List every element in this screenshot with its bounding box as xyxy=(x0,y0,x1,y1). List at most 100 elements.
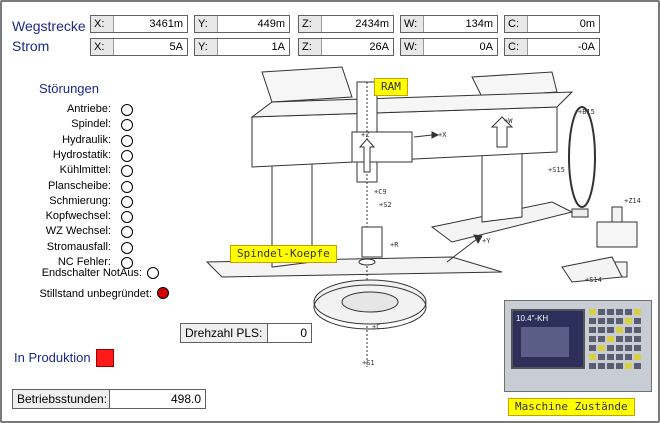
betriebsstunden-box: Betriebsstunden: 498.0 xyxy=(12,389,206,409)
stoerung-label: Spindel: xyxy=(71,118,111,131)
stoerung-lamp xyxy=(121,226,133,239)
ram-label[interactable]: RAM xyxy=(374,78,408,96)
maschine-zustaende-label[interactable]: Maschine Zustände xyxy=(508,398,635,416)
hmi-key xyxy=(589,309,596,315)
hmi-key xyxy=(616,336,623,342)
stoerung-lamp xyxy=(121,241,133,254)
hmi-key xyxy=(634,345,641,351)
strom-title: Strom xyxy=(12,38,50,54)
stoerung-label: Hydraulik: xyxy=(62,133,111,146)
axis-tag-b15: +B15 xyxy=(578,108,595,116)
row-weg-cell-4: C:0m xyxy=(504,15,600,33)
betriebsstunden-value: 498.0 xyxy=(109,390,205,408)
hmi-screen-text: 10.4"-KH xyxy=(516,314,549,323)
axis-tag-s2: +S2 xyxy=(379,201,392,209)
axis-tag-z: +Z xyxy=(361,131,369,139)
hmi-key xyxy=(634,318,641,324)
hmi-key xyxy=(598,345,605,351)
axis-tag-r: +R xyxy=(390,241,399,249)
stoerung-label: Antriebe: xyxy=(66,103,111,115)
axis-label: X: xyxy=(91,39,115,55)
hmi-key xyxy=(607,354,614,360)
axis-value: 1A xyxy=(217,39,289,55)
stillstand-lamp xyxy=(157,287,169,299)
drehzahl-box: Drehzahl PLS: 0 xyxy=(180,323,312,343)
wegstrecke-title: Wegstrecke xyxy=(12,18,86,34)
drehzahl-label: Drehzahl PLS: xyxy=(185,326,263,340)
stoerung-label: WZ Wechsel: xyxy=(45,225,111,238)
stoerung-lamp xyxy=(121,180,133,193)
stoerung-lamp xyxy=(121,134,133,147)
axis-tag-s14: +S14 xyxy=(585,276,602,284)
stoerung-label: Planscheibe: xyxy=(48,179,111,192)
axis-tag-c: +C xyxy=(372,323,380,331)
hmi-key xyxy=(625,336,632,342)
axis-value: 0A xyxy=(423,39,497,55)
hmi-key xyxy=(589,327,596,333)
stoerung-label: Kopfwechsel: xyxy=(45,210,111,223)
hmi-key xyxy=(634,327,641,333)
row-strom-cell-2: Z:26A xyxy=(298,38,394,56)
stoerungen-title: Störungen xyxy=(39,81,99,96)
drehzahl-value: 0 xyxy=(267,324,311,342)
stoerung-label: Schmierung: xyxy=(49,194,111,207)
hmi-key xyxy=(598,318,605,324)
stoerung-label: Kühlmittel: xyxy=(59,164,111,177)
stoerung-label: NC Fehler: xyxy=(57,256,111,268)
stoerung-lamp xyxy=(121,211,133,224)
hmi-key xyxy=(634,363,641,369)
hmi-key xyxy=(589,336,596,342)
stoerung-lamp xyxy=(121,195,133,208)
hmi-key xyxy=(616,327,623,333)
axis-label: C: xyxy=(505,16,529,32)
produktion-indicator xyxy=(96,349,114,367)
row-weg-cell-3: W:134m xyxy=(400,15,498,33)
axis-value: -0A xyxy=(527,39,599,55)
stillstand-label: Stillstand unbegründet: xyxy=(39,288,152,300)
stoerung-lamp xyxy=(121,257,133,269)
hmi-key xyxy=(625,354,632,360)
hmi-key xyxy=(625,309,632,315)
row-strom-cell-0: X:5A xyxy=(90,38,188,56)
hmi-panel: 10.4"-KH xyxy=(504,300,652,392)
hmi-key xyxy=(634,354,641,360)
hmi-screen: 10.4"-KH xyxy=(511,309,585,369)
hmi-key xyxy=(607,363,614,369)
stoerung-lamp xyxy=(121,149,133,162)
stoerung-lamp xyxy=(121,119,133,132)
hmi-key xyxy=(598,354,605,360)
hmi-key xyxy=(625,345,632,351)
axis-label: Z: xyxy=(299,16,323,32)
hmi-key xyxy=(625,318,632,324)
hmi-key xyxy=(598,309,605,315)
stoerung-label: Stromausfall: xyxy=(46,240,111,253)
hmi-key xyxy=(634,309,641,315)
row-weg-cell-0: X:3461m xyxy=(90,15,188,33)
row-strom-cell-4: C:-0A xyxy=(504,38,600,56)
axis-tag-s1: +S1 xyxy=(362,359,375,367)
hmi-key xyxy=(616,309,623,315)
stoerung-lamp xyxy=(121,104,133,116)
hmi-key xyxy=(607,309,614,315)
axis-value: 3461m xyxy=(113,16,187,32)
produktion-label: In Produktion xyxy=(14,350,91,365)
row-strom-cell-3: W:0A xyxy=(400,38,498,56)
hmi-key xyxy=(634,336,641,342)
row-weg-cell-1: Y:449m xyxy=(194,15,290,33)
hmi-key xyxy=(589,345,596,351)
betriebsstunden-label: Betriebsstunden: xyxy=(17,392,108,406)
spindel-koepfe-label[interactable]: Spindel-Koepfe xyxy=(230,245,337,263)
axis-label: W: xyxy=(401,16,425,32)
axis-label: W: xyxy=(401,39,425,55)
hmi-key xyxy=(607,336,614,342)
row-weg-cell-2: Z:2434m xyxy=(298,15,394,33)
stoerung-lamp xyxy=(121,165,133,178)
hmi-key xyxy=(607,327,614,333)
axis-value: 26A xyxy=(321,39,393,55)
hmi-key xyxy=(607,318,614,324)
axis-tag-y: +Y xyxy=(482,237,491,245)
axis-tag-c9: +C9 xyxy=(374,188,387,196)
axis-label: Z: xyxy=(299,39,323,55)
hmi-key xyxy=(616,318,623,324)
